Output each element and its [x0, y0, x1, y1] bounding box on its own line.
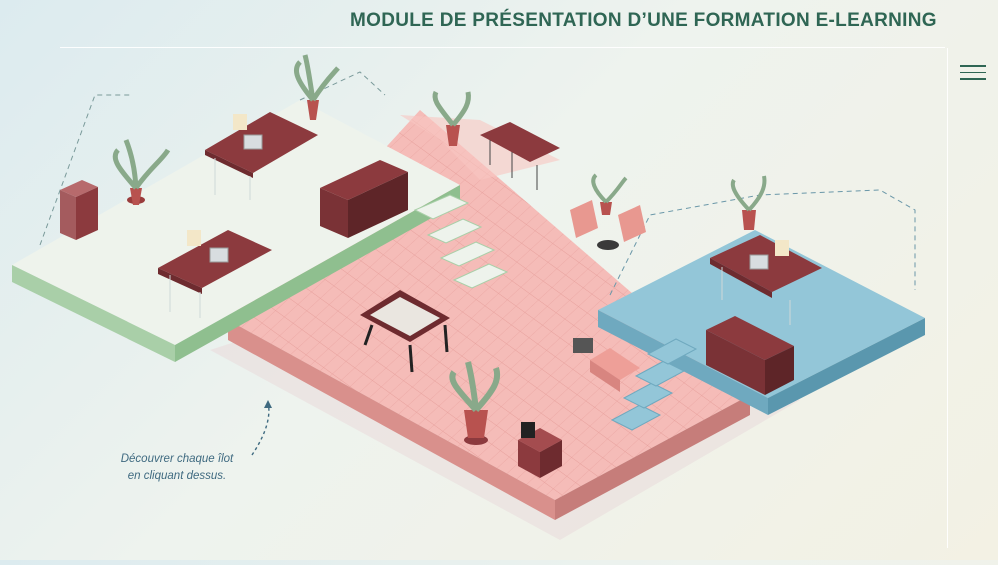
sideboard-blue [706, 316, 794, 395]
desk-top-left [205, 112, 318, 200]
stairs-blue [610, 338, 698, 431]
foosball-table [360, 290, 450, 373]
page-title: MODULE DE PRÉSENTATION D’UNE FORMATION E… [350, 10, 937, 31]
hamburger-menu-icon[interactable] [958, 60, 988, 86]
coffee-machine [518, 422, 562, 478]
hint-text: Découvrer chaque îlot en cliquant dessus… [92, 451, 262, 485]
green-office-island[interactable] [12, 71, 460, 362]
plant-pink-2 [591, 173, 628, 215]
plant-blue [730, 175, 767, 230]
sofa-pink [573, 338, 640, 392]
hint-line-1: Découvrer chaque îlot [120, 453, 234, 465]
plant-pink-3 [449, 361, 501, 445]
desk-bottom-left [158, 230, 272, 318]
stairs-green [413, 194, 509, 289]
side-divider [947, 48, 948, 548]
bar-table [480, 122, 560, 190]
hint-line-2: en cliquant dessus. [127, 470, 227, 482]
header-divider [60, 47, 945, 48]
plant-green-1 [112, 139, 171, 205]
desk-blue [710, 235, 822, 325]
sideboard-green [320, 160, 408, 238]
hint-arrow [251, 401, 270, 456]
plant-pink-1 [432, 90, 471, 146]
armchairs [570, 200, 646, 250]
hint-arrow-head [264, 400, 272, 408]
cabinet-green [60, 180, 98, 240]
plant-green-2 [294, 54, 340, 120]
